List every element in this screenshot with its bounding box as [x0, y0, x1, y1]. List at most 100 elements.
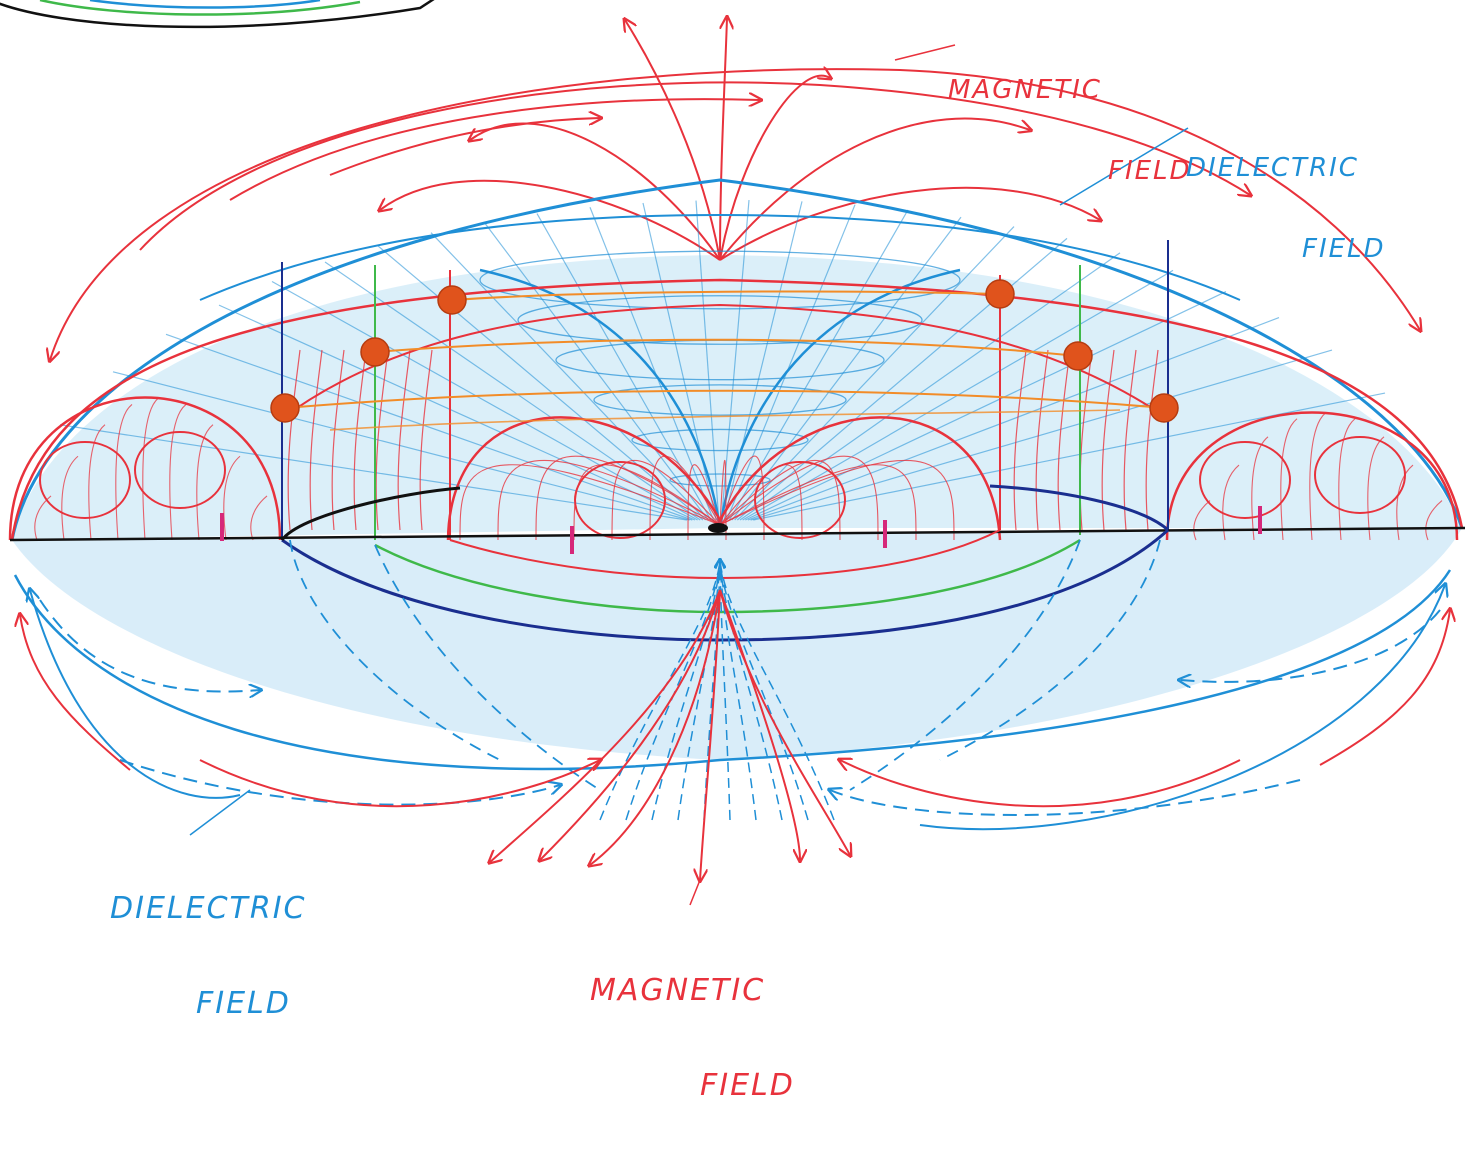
magnetic-lower-line [199, 760, 600, 808]
magnetic-center-loop [719, 459, 955, 541]
dielectric-lower-arc [830, 779, 1301, 816]
dielectric-lower-arc [1180, 609, 1441, 682]
magnetic-right-dome-hatch [1280, 418, 1298, 541]
magnetic-left-dome-hatch [196, 424, 214, 541]
magnetic-lower-line [540, 589, 721, 860]
magnetic-left-dome-hatch [61, 455, 79, 541]
navy-plane-ellipse-back-left [280, 486, 461, 541]
dielectric-dashed-loop [289, 539, 501, 761]
magnetic-right-dome [1165, 411, 1459, 541]
magnetic-right-dome-hatch [1367, 436, 1385, 541]
dielectric-funnel-line [483, 221, 709, 521]
diagram-canvas: MAGNETIC FIELD DIELECTRIC FIELD DIELECTR… [0, 0, 1466, 1101]
magnetic-center-loop [719, 455, 765, 541]
orange-flow-top [451, 292, 1000, 300]
dielectric-inflow-line [720, 560, 809, 821]
magnetic-fountain-line [719, 117, 1030, 261]
magnetic-torus-hatch [287, 349, 301, 531]
dielectric-bottom-line2: FIELD [196, 985, 291, 1021]
dielectric-bottom-line1: DIELECTRIC [110, 891, 307, 926]
magnetic-center-loop [611, 459, 721, 541]
dielectric-funnel-line [589, 207, 715, 521]
orange-charge [270, 393, 300, 423]
dielectric-bottom-pointer [189, 789, 251, 836]
dielectric-funnel-line [59, 424, 688, 521]
orange-charge [360, 337, 390, 367]
magnetic-field-label-bottom: MAGNETIC FIELD [590, 912, 795, 1164]
magnetic-torus-hatch [331, 349, 345, 531]
magnetic-right-dome-hatch [1425, 500, 1443, 541]
dielectric-funnel-line [430, 232, 706, 521]
magnetic-circulation-loop [574, 461, 666, 539]
orange-flow-bottom [285, 389, 1164, 408]
dielectric-inflow-line [720, 560, 783, 821]
magnetic-torus-hatch [1101, 349, 1115, 531]
magnetic-left-dome-hatch [223, 455, 241, 541]
magnetic-right-dome-hatch [1396, 464, 1414, 541]
dielectric-funnel-ring [631, 428, 809, 452]
dielectric-top-line2: FIELD [1302, 234, 1386, 265]
dielectric-dome-inner [199, 213, 1241, 301]
magnetic-circulation-loop [1314, 436, 1406, 514]
dielectric-funnel-line [112, 371, 690, 521]
magnetic-center-loop [719, 460, 727, 541]
field-diagram [0, 0, 1466, 906]
orange-flow-low [329, 409, 1121, 431]
dielectric-inflow-line [720, 560, 731, 821]
magnetic-center-loop [535, 455, 721, 541]
magnetic-fountain-line [719, 186, 1100, 261]
magnetic-center-loop [719, 464, 803, 541]
magnetic-lower-line [719, 589, 850, 855]
dielectric-funnel-line [736, 237, 1068, 521]
dielectric-dome-outline [10, 178, 1464, 541]
magnetic-right-dome-hatch [1222, 464, 1240, 541]
magnetic-top-pointer [894, 44, 956, 61]
dielectric-field-label-bottom: DIELECTRIC FIELD [110, 830, 306, 1082]
dielectric-funnel-ring [669, 473, 771, 487]
magnetic-bottom-line1: MAGNETIC [590, 973, 766, 1008]
magnetic-bottom-pointer [689, 879, 701, 906]
dielectric-funnel-ring [593, 384, 847, 416]
dielectric-field-label-top: DIELECTRIC FIELD [1186, 100, 1386, 318]
magnetic-center-loop [719, 459, 841, 541]
dielectric-lower-arc [30, 590, 241, 799]
magnetic-torus-hatch [1035, 349, 1049, 531]
magnetic-left-dome-hatch [142, 397, 160, 541]
orange-charge [1149, 393, 1179, 423]
dielectric-lower-arc [39, 599, 260, 692]
magnetic-bottom-line2: FIELD [700, 1067, 795, 1103]
magnetic-center-loop [649, 455, 721, 541]
magnetic-top-line1: MAGNETIC [948, 74, 1102, 105]
center-point [708, 523, 728, 533]
magnetic-torus-hatch [1145, 349, 1159, 531]
magnetic-center-loop [459, 464, 721, 541]
previous-figure-edge [0, 0, 435, 29]
dielectric-inflow-line [599, 560, 720, 821]
dielectric-inflow-line [651, 560, 720, 821]
magnetic-center-loop [687, 464, 721, 541]
magnetic-torus-hatch [1057, 349, 1071, 531]
magnetic-left-dome-hatch [250, 495, 268, 541]
magnetic-fountain-line [625, 20, 721, 261]
magnetic-circulation-loop [39, 441, 131, 519]
dielectric-funnel-line [747, 316, 1280, 521]
orange-charge [985, 279, 1015, 309]
magnetic-torus-hatch [1123, 349, 1137, 531]
magnetic-left-dome-hatch [88, 424, 106, 541]
magnetic-center-loop [719, 455, 879, 541]
magnetic-torus-hatch [397, 349, 411, 531]
magnetic-torus-hatch [1013, 349, 1027, 531]
dielectric-lower-arc [919, 585, 1445, 831]
magnetic-fountain-line [719, 76, 830, 261]
dielectric-lower-arc [119, 759, 560, 806]
orange-charge [1063, 341, 1093, 371]
orange-flow-middle [375, 338, 1078, 356]
magnetic-left-dome [8, 396, 282, 541]
magnetic-lower-line [719, 589, 800, 860]
dielectric-funnel-line [324, 261, 701, 521]
navy-plane-ellipse-back-right [989, 484, 1169, 532]
magnetic-lower-line [700, 589, 721, 880]
orange-charge [437, 285, 467, 315]
dielectric-top-line1: DIELECTRIC [1186, 152, 1359, 183]
magnetic-top-line2: FIELD [1108, 156, 1192, 187]
